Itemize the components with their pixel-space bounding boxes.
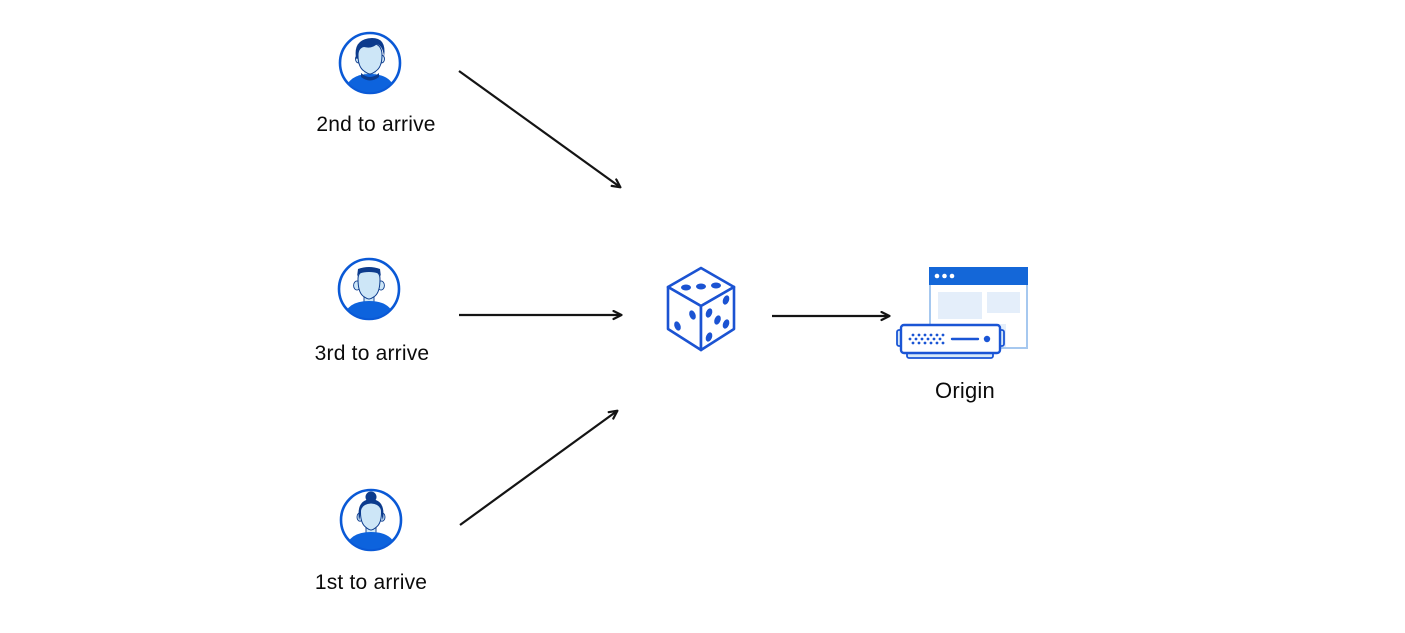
arrow-user-1st-to-dice	[459, 411, 617, 526]
man-flat-top-avatar-icon	[337, 257, 401, 321]
woman-bun-avatar-icon	[339, 488, 403, 552]
user-2nd-label: 2nd to arrive	[316, 113, 436, 136]
arrow-user-2nd-to-dice	[458, 70, 620, 187]
dice-icon	[666, 266, 736, 352]
user-3rd-label: 3rd to arrive	[314, 342, 430, 365]
origin-server-icon	[896, 267, 1028, 359]
user-1st-label: 1st to arrive	[314, 571, 428, 594]
origin-label: Origin	[935, 378, 995, 403]
man-side-part-avatar-icon	[338, 31, 402, 95]
